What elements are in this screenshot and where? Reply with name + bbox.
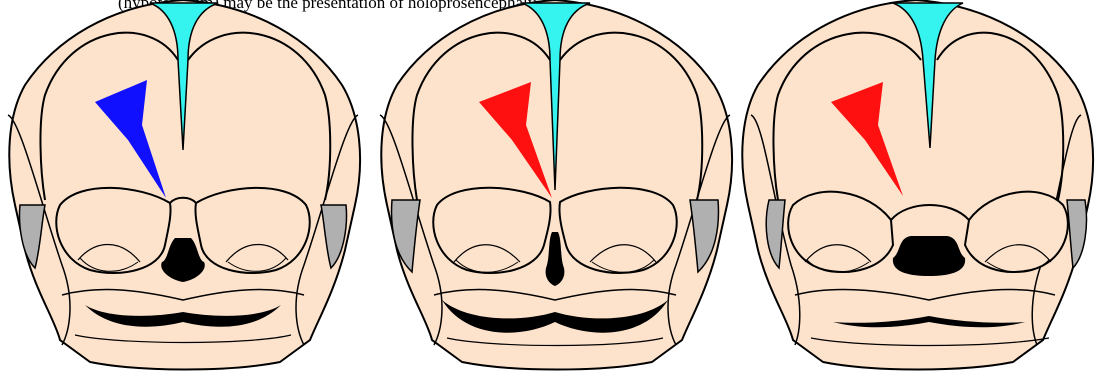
skull-hypotelorism-severe: [733, 0, 1099, 377]
skull-normal: [0, 0, 366, 377]
orbit-left: [433, 188, 550, 273]
skull-hypotelorism-mild: [372, 0, 738, 377]
skull-hypotelorism-mild-drawing: [372, 0, 738, 377]
orbit-right: [559, 188, 676, 273]
nasal-cavity: [893, 236, 965, 276]
orbit-right: [195, 188, 309, 273]
skull-hypotelorism-severe-drawing: [733, 0, 1099, 377]
orbit-left: [56, 188, 170, 273]
skull-normal-drawing: [0, 0, 366, 377]
